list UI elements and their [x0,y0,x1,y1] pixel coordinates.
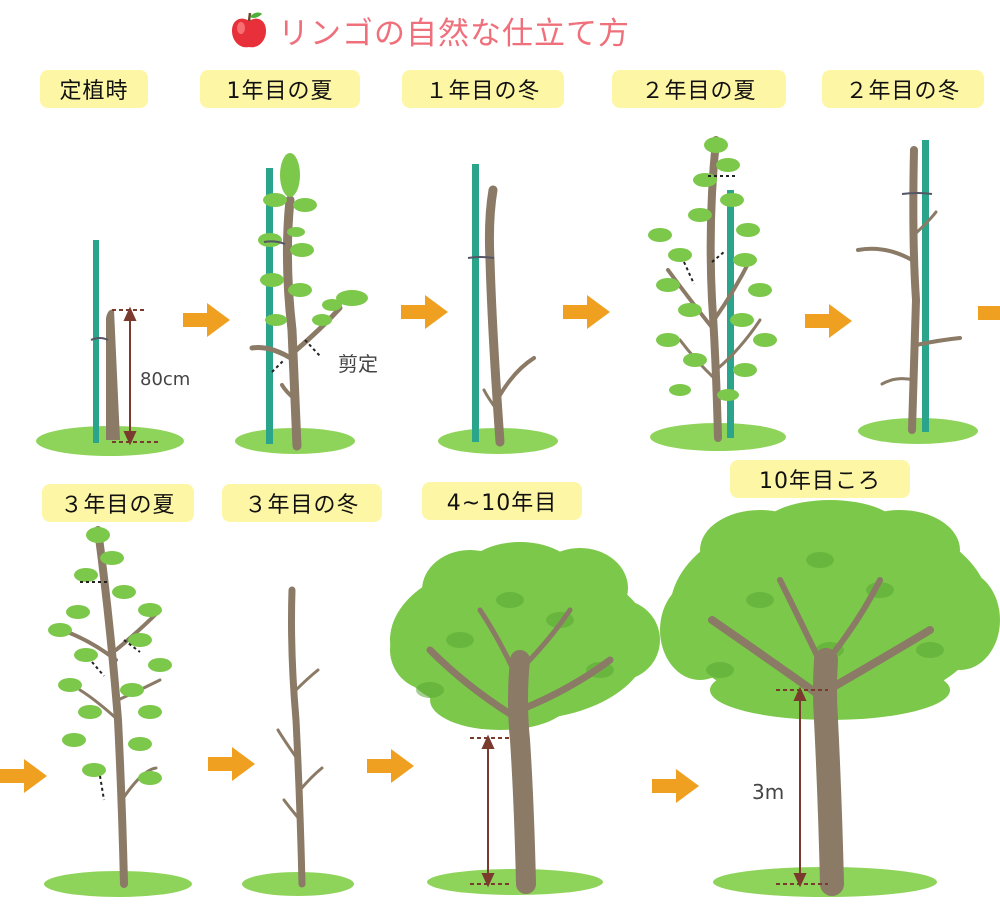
tree-year10: 3m [660,500,1000,896]
arrow-icon [183,303,230,337]
stage-label-year2-summer: ２年目の夏 [612,70,786,108]
stage-label-year4-10: 4~10年目 [422,482,582,520]
arrow-icon [978,306,1000,320]
support-stakes [93,140,929,444]
stage-label-year3-summer: ３年目の夏 [42,484,194,522]
apple-icon [232,12,266,48]
arrow-icon [805,304,852,338]
stage-label-year2-winter: ２年目の冬 [822,70,984,108]
tree-year3-winter [276,586,324,888]
height-3m-label: 3m [752,780,784,804]
stage-label-year3-winter: ３年目の冬 [222,484,382,522]
arrow-icon [652,769,699,803]
arrow-icon [401,295,448,329]
stage-label-planting: 定植時 [40,70,148,108]
tree-year1-summer: 剪定 [249,153,378,451]
stage-label-year1-winter: １年目の冬 [402,70,564,108]
tree-year2-winter [856,146,962,434]
page-title: リンゴの自然な仕立て方 [228,8,630,52]
prune-label: 剪定 [338,352,378,376]
arrow-icon [208,747,255,781]
arrow-icon [563,295,610,329]
title-text: リンゴの自然な仕立て方 [278,15,630,52]
stage-arrows [0,295,1000,803]
tree-year2-summer [648,136,777,442]
tree-year1-winter [467,185,536,447]
arrow-icon [0,759,47,793]
stage-label-year1-summer: 1年目の夏 [200,70,360,108]
height-80cm-label: 80cm [140,369,190,390]
tree-year3-summer [48,526,172,888]
stage-label-year10: 10年目ころ [730,460,910,498]
tree-year4-10 [390,542,660,894]
arrow-icon [367,749,414,783]
tree-planting: 80cm [90,306,190,446]
